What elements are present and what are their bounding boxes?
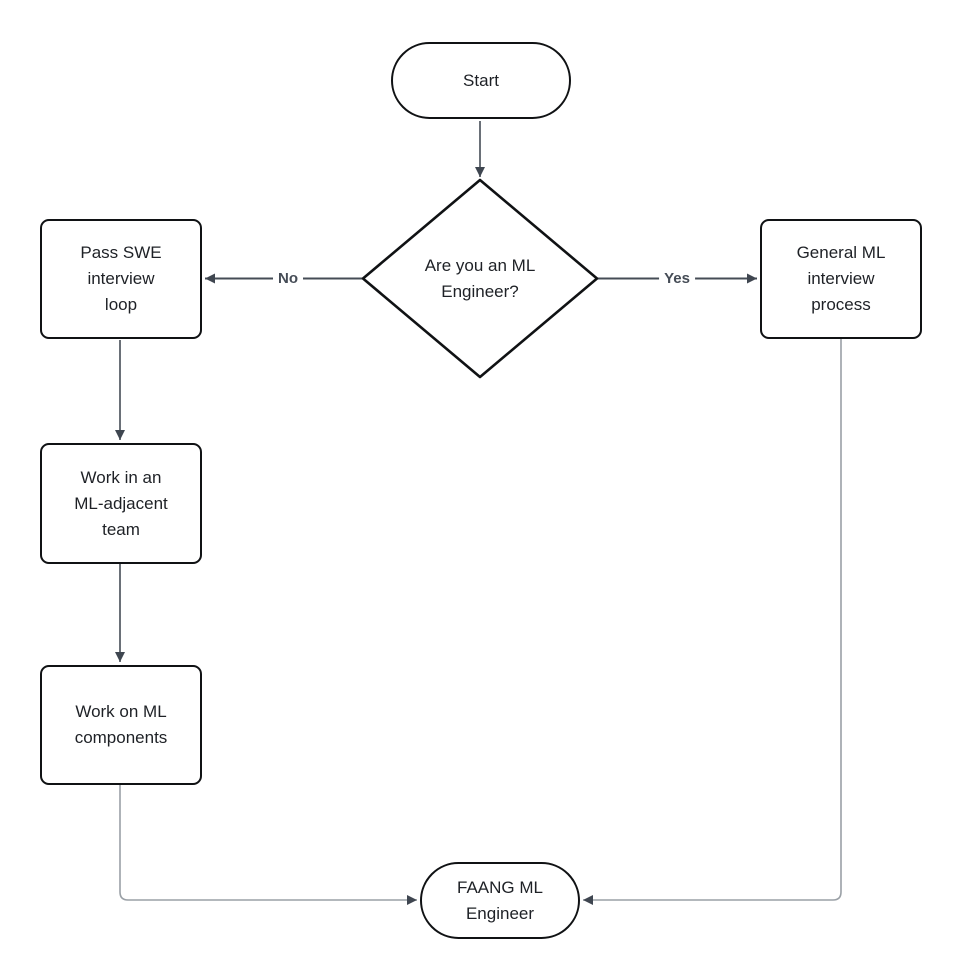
node-faang-ml-engineer: FAANG ML Engineer xyxy=(420,862,580,939)
edge-ml-components-to-faang xyxy=(119,785,417,905)
node-text-line: Engineer xyxy=(465,903,535,923)
node-text-line: Pass SWE xyxy=(80,243,162,262)
node-work-in-ml-adjacent-team: Work in an ML-adjacent team xyxy=(40,443,202,564)
node-text-line: Engineer? xyxy=(441,281,519,301)
node-start-label: Start xyxy=(463,68,499,94)
edge-label-no: No xyxy=(273,270,303,288)
node-faang-label: FAANG ML Engineer xyxy=(457,875,543,927)
node-text-line: FAANG ML xyxy=(457,877,543,897)
node-start: Start xyxy=(391,42,571,119)
node-pass-swe-interview-loop: Pass SWE interview loop xyxy=(40,219,202,339)
node-text-line: components xyxy=(74,728,168,747)
node-ml-adjacent-label: Work in an ML-adjacent team xyxy=(74,465,168,543)
node-ml-components-label: Work on ML components xyxy=(75,699,168,751)
edge-label-yes: Yes xyxy=(659,270,695,288)
node-work-on-ml-components: Work on ML components xyxy=(40,665,202,785)
node-text-line: Are you an ML xyxy=(424,255,536,275)
edge-general-ml-to-faang xyxy=(583,339,842,905)
node-text-line: ML-adjacent xyxy=(74,493,168,513)
node-general-ml-interview-process: General ML interview process xyxy=(760,219,922,339)
node-text-line: loop xyxy=(104,295,138,314)
decision-diamond-shape xyxy=(361,178,599,379)
node-text-line: Work on ML xyxy=(75,702,167,721)
node-text-line: interview xyxy=(87,269,155,288)
node-text-line: interview xyxy=(807,269,875,288)
node-pass-swe-label: Pass SWE interview loop xyxy=(80,240,161,318)
node-decision: Are you an ML Engineer? xyxy=(363,180,597,377)
node-decision-label: Are you an ML Engineer? xyxy=(425,253,536,305)
node-text-line: team xyxy=(102,519,140,539)
node-text-line: Start xyxy=(463,70,499,90)
node-text-line: General ML xyxy=(796,243,886,262)
node-text-line: process xyxy=(811,295,871,314)
node-text-line: Work in an xyxy=(80,467,162,487)
node-general-ml-label: General ML interview process xyxy=(797,240,886,318)
